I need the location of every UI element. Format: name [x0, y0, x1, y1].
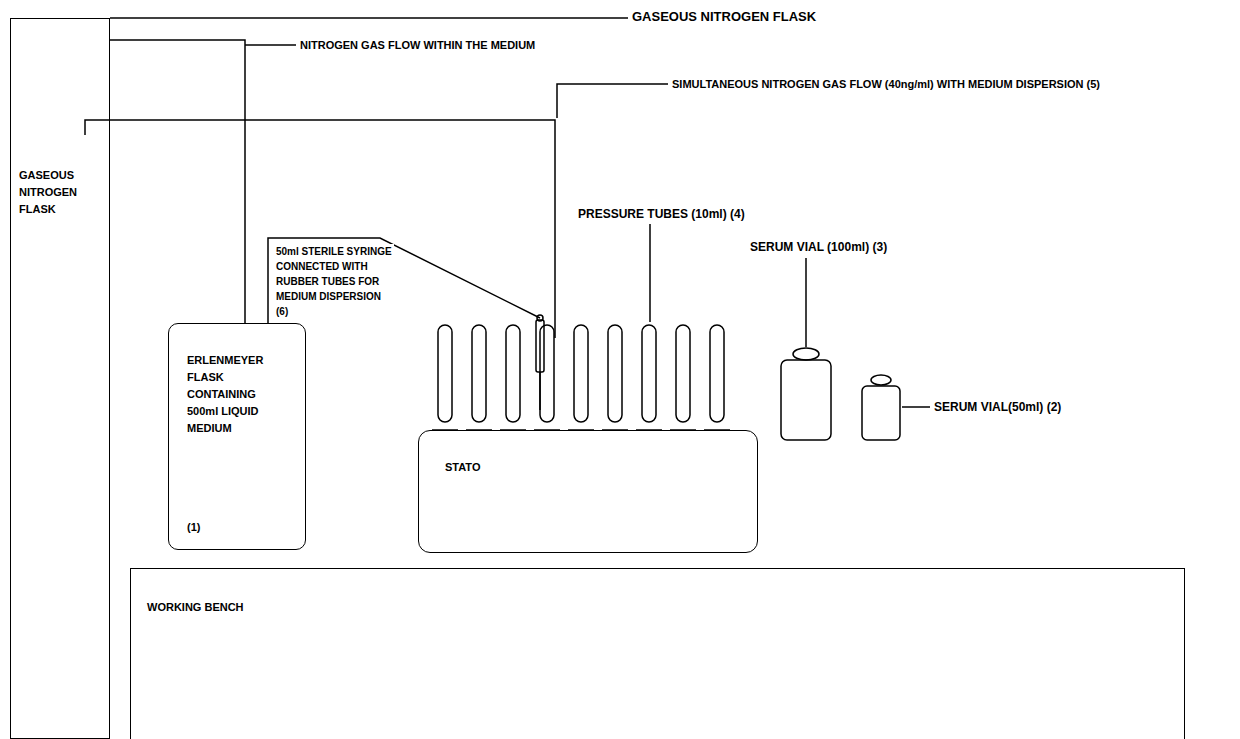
part-name: NITROGEN GAS FLOW WITHIN THE MEDIUM [298, 38, 537, 53]
node-label: STATO [445, 459, 565, 476]
vial-cap [871, 375, 891, 385]
part-name: SIMULTANEOUS NITROGEN GAS FLOW (40ng/ml)… [670, 77, 1102, 92]
gas-line [85, 120, 555, 338]
pressure-tube [472, 325, 486, 422]
pressure-tube [608, 325, 622, 422]
syringe-plunger [537, 315, 543, 321]
pressure-tube [710, 325, 724, 422]
leader-line [649, 224, 651, 322]
node-label: ERLENMEYER FLASK CONTAINING 500ml LIQUID… [187, 352, 287, 437]
leader-line [245, 44, 296, 46]
pressure-tube [574, 325, 588, 422]
node-label: GASEOUS NITROGEN FLASK [19, 167, 103, 218]
node-label: (1) [187, 519, 247, 536]
part-name: PRESSURE TUBES (10ml) (4) [576, 207, 747, 222]
pressure-tube [506, 325, 520, 422]
serum-vial-50 [862, 386, 900, 440]
pressure-tube [676, 325, 690, 422]
serum-vial-100 [781, 360, 831, 440]
leader-line [557, 84, 668, 118]
stato-rack: STATO [418, 430, 758, 553]
part-name: 50ml STERILE SYRINGE CONNECTED WITH RUBB… [274, 244, 394, 319]
leader-line [110, 17, 628, 19]
gas-hose [110, 40, 245, 323]
rubber-tube [268, 238, 540, 323]
pressure-tube [540, 325, 554, 422]
part-name: SERUM VIAL(50ml) (2) [932, 400, 1063, 415]
working-bench: WORKING BENCH [130, 568, 1185, 739]
erlenmeyer-flask: ERLENMEYER FLASK CONTAINING 500ml LIQUID… [168, 323, 306, 550]
gas-cylinder: GASEOUS NITROGEN FLASK [10, 18, 110, 739]
part-name: GASEOUS NITROGEN FLASK [630, 9, 818, 24]
vial-cap [793, 348, 819, 360]
pressure-tubes [432, 325, 730, 430]
leader-line [805, 258, 807, 347]
pressure-tube [642, 325, 656, 422]
part-name: SERUM VIAL (100ml) (3) [748, 240, 889, 255]
leader-line [902, 406, 930, 408]
node-label: WORKING BENCH [147, 599, 447, 616]
pressure-tube [438, 325, 452, 422]
